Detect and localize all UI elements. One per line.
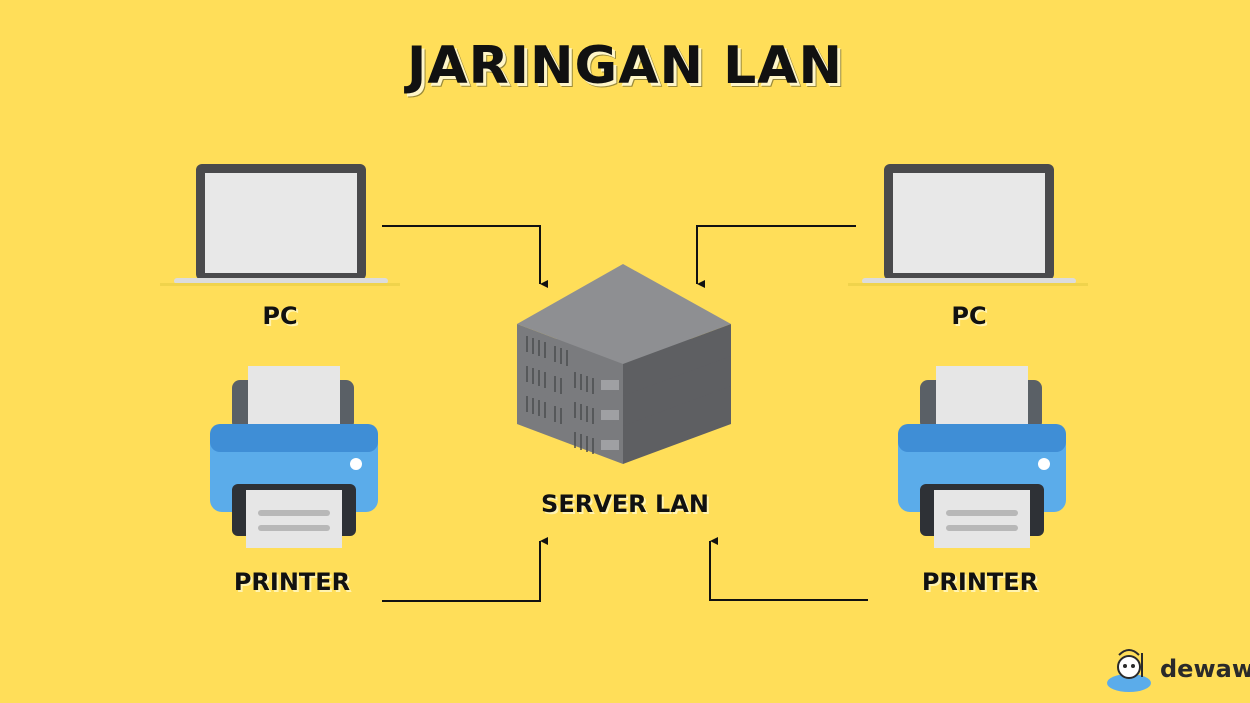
arrow-pc-left-to-server <box>382 225 548 288</box>
dewaweb-logo-icon <box>1107 649 1151 692</box>
arrow-printer-right-to-server <box>709 537 868 601</box>
arrow-printer-left-to-server <box>382 537 548 602</box>
laptop-right-icon <box>848 164 1088 286</box>
pc-left-label: PC <box>262 302 298 330</box>
server-stack-icon <box>517 264 731 464</box>
printer-right-label: PRINTER <box>921 568 1039 596</box>
printer-left-icon <box>210 366 378 548</box>
brand-wordmark: dewaweb <box>1160 655 1250 683</box>
arrow-pc-right-to-server <box>696 225 856 288</box>
server-label: SERVER LAN <box>541 490 709 518</box>
laptop-left-icon <box>160 164 400 286</box>
pc-right-label: PC <box>951 302 987 330</box>
printer-left-label: PRINTER <box>233 568 351 596</box>
diagram-title: JARINGAN LAN <box>407 36 843 96</box>
printer-right-icon <box>898 366 1066 548</box>
